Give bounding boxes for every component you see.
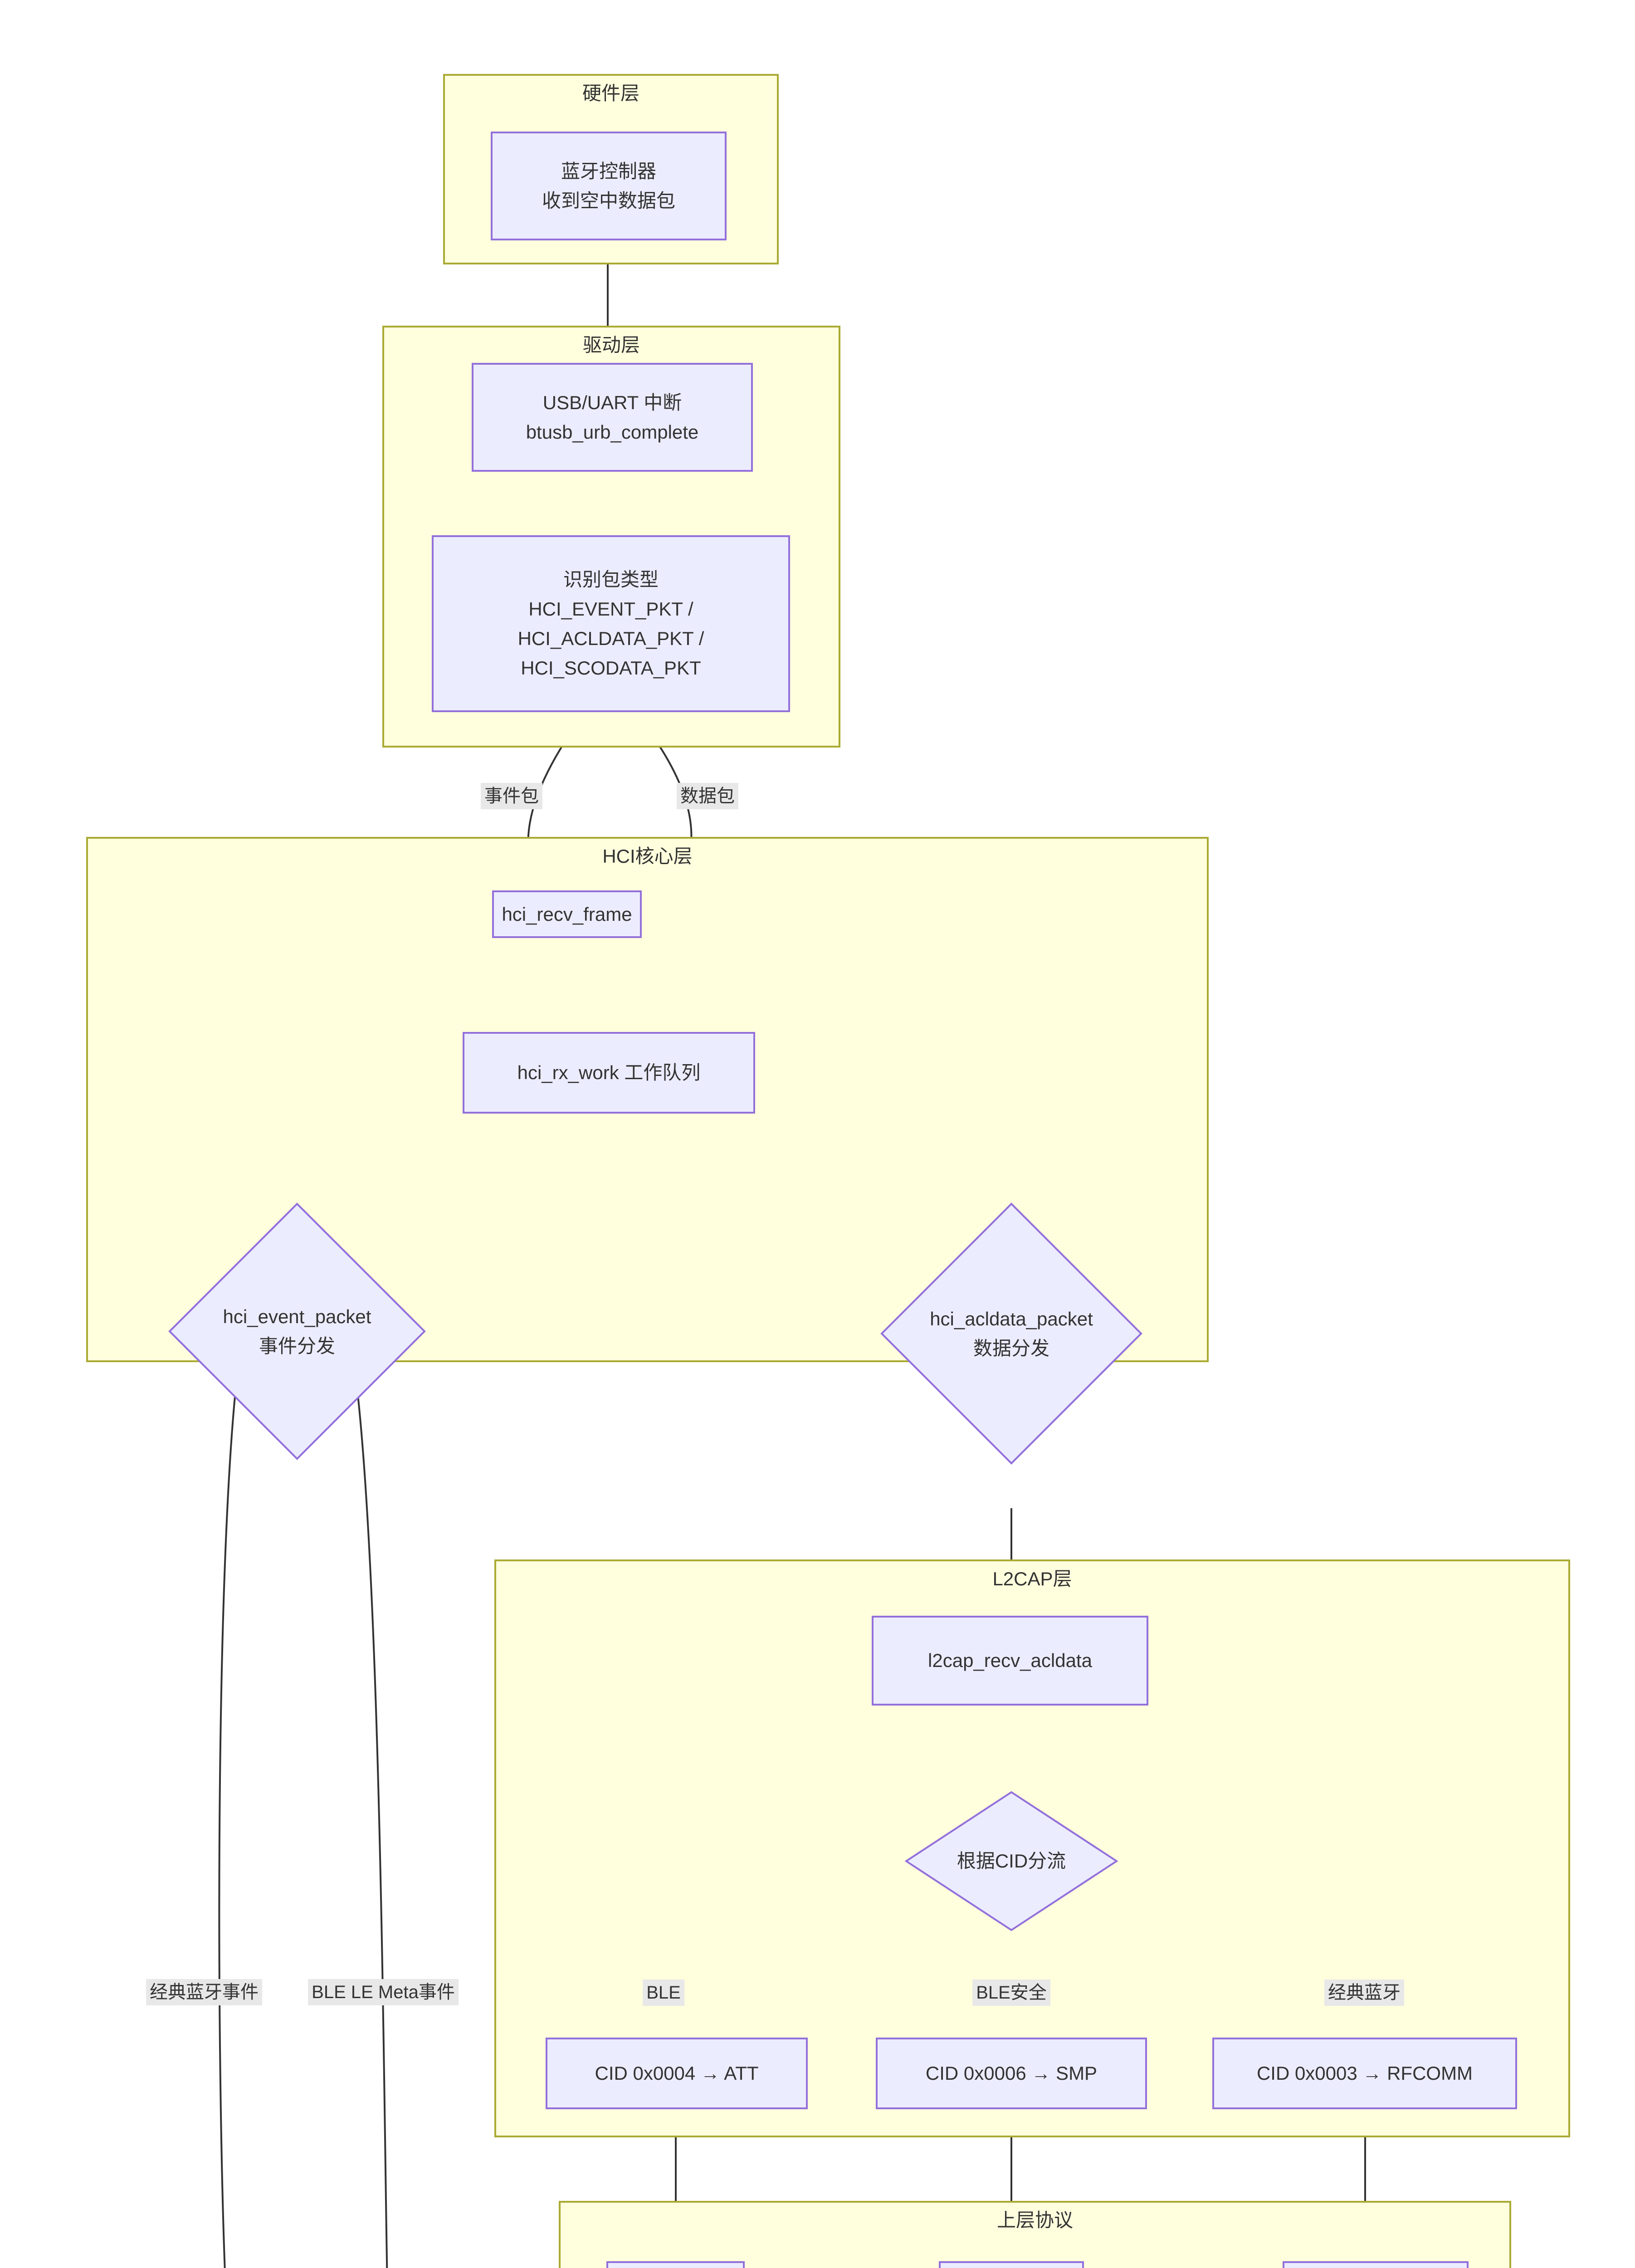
node-usb-uart-irq[interactable]: USB/UART 中断 btusb_urb_complete	[472, 363, 753, 472]
diamond-shape-cid-dispatch	[905, 1791, 1118, 1931]
node-cid-dispatch[interactable]: 根据CID分流	[905, 1791, 1118, 1931]
node-hci-rx-work[interactable]: hci_rx_work 工作队列	[463, 1032, 755, 1114]
node-smp-layer[interactable]: SMP层	[939, 2261, 1084, 2268]
node-cid-0x0003-rfcomm[interactable]: CID 0x0003 → RFCOMM	[1212, 2038, 1517, 2109]
edge-label-ble: BLE	[643, 1980, 684, 2006]
edge-label-classic-bt-event: 经典蓝牙事件	[146, 1979, 262, 2005]
node-packet-type[interactable]: 识别包类型 HCI_EVENT_PKT / HCI_ACLDATA_PKT / …	[432, 535, 790, 712]
node-rfcomm-layer[interactable]: RFCOMM层	[1283, 2261, 1469, 2268]
diamond-shape-hci-acldata-packet	[880, 1202, 1142, 1465]
node-att-layer[interactable]: ATT层	[606, 2261, 745, 2268]
node-hci-event-packet[interactable]: hci_event_packet 事件分发	[168, 1202, 426, 1461]
node-hci-acldata-packet[interactable]: hci_acldata_packet 数据分发	[880, 1202, 1143, 1465]
edge-label-classic-bt: 经典蓝牙	[1324, 1980, 1404, 2006]
cluster-driver-title: 驱动层	[582, 334, 640, 356]
node-cid-0x0006-smp[interactable]: CID 0x0006 → SMP	[876, 2038, 1147, 2109]
cluster-hardware-title: 硬件层	[582, 83, 639, 104]
edge-label-event-packet: 事件包	[481, 783, 542, 809]
cluster-upper-protocols-title: 上层协议	[996, 2209, 1073, 2231]
edge-label-ble-security: BLE安全	[972, 1980, 1050, 2006]
edge-label-data-packet: 数据包	[677, 783, 738, 809]
node-l2cap-recv-acldata[interactable]: l2cap_recv_acldata	[872, 1616, 1148, 1706]
cluster-hci-core-title: HCI核心层	[602, 846, 693, 867]
edge-label-ble-le-meta-event: BLE LE Meta事件	[308, 1979, 459, 2005]
cluster-upper-protocols: 上层协议	[559, 2201, 1511, 2268]
node-cid-0x0004-att[interactable]: CID 0x0004 → ATT	[546, 2038, 808, 2109]
cluster-l2cap-title: L2CAP层	[992, 1568, 1072, 1589]
node-hci-recv-frame[interactable]: hci_recv_frame	[492, 890, 642, 938]
node-controller[interactable]: 蓝牙控制器 收到空中数据包	[491, 132, 727, 240]
diamond-shape-hci-event-packet	[168, 1202, 426, 1460]
